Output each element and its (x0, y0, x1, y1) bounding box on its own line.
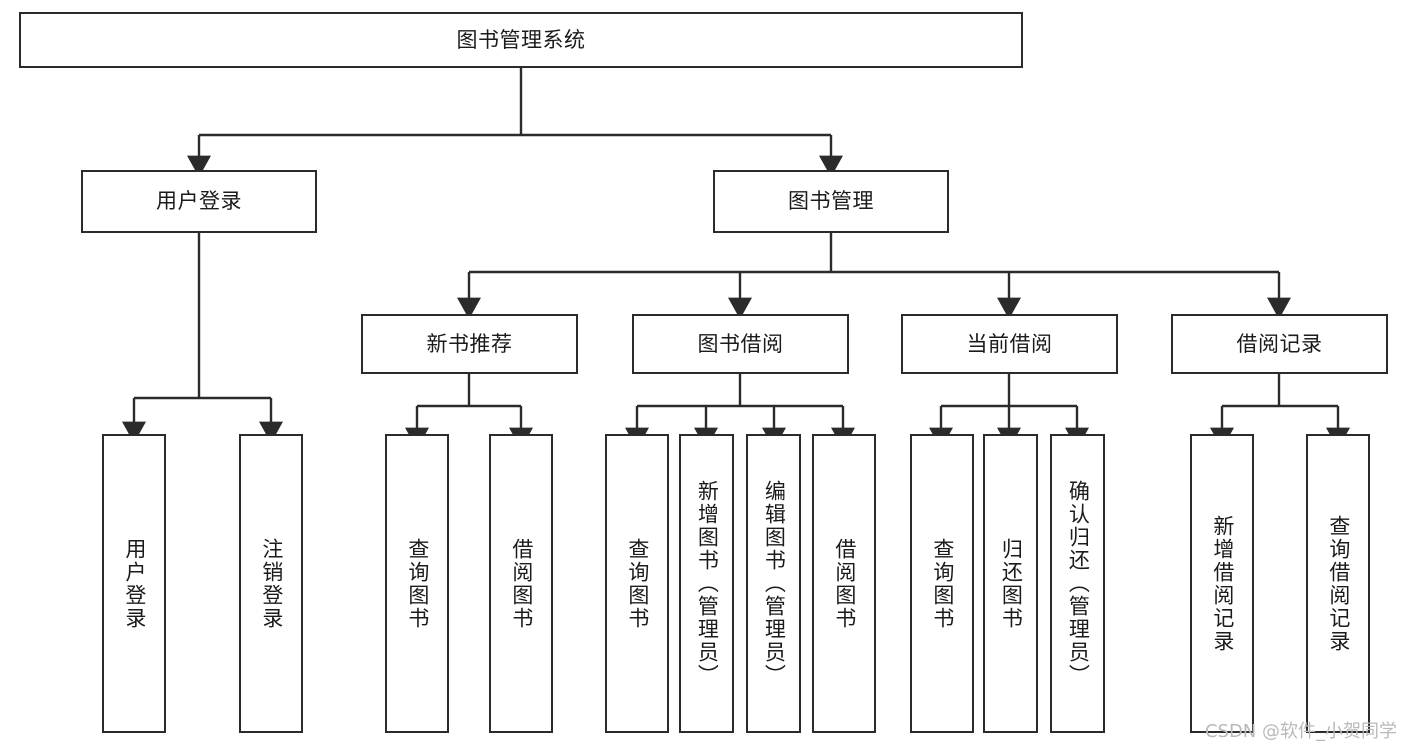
node-leaf-logout-login[interactable]: 注销登录 (239, 434, 303, 733)
node-leaf-edit-book[interactable]: 编辑图书（管理员） (746, 434, 801, 733)
node-leaf-query-book-2-label: 查询图书 (625, 537, 650, 630)
node-leaf-logout-login-label: 注销登录 (259, 537, 284, 630)
node-leaf-query-book-1[interactable]: 查询图书 (385, 434, 449, 733)
node-borrow-record-label: 借阅记录 (1236, 331, 1323, 356)
node-leaf-query-record-label: 查询借阅记录 (1326, 514, 1351, 653)
node-new-book-recommend-label: 新书推荐 (426, 331, 513, 356)
csdn-watermark: CSDN @软件_小贺同学 (1204, 721, 1397, 742)
node-root[interactable]: 图书管理系统 (19, 12, 1023, 68)
node-borrow-record[interactable]: 借阅记录 (1171, 314, 1388, 374)
node-leaf-confirm-return[interactable]: 确认归还（管理员） (1050, 434, 1105, 733)
node-book-borrow-label: 图书借阅 (697, 331, 784, 356)
node-leaf-borrow-book-1[interactable]: 借阅图书 (489, 434, 553, 733)
node-leaf-return-book-label: 归还图书 (999, 537, 1024, 630)
node-leaf-query-book-3-label: 查询图书 (930, 537, 955, 630)
node-user-login-label: 用户登录 (156, 189, 242, 214)
node-leaf-borrow-book-1-label: 借阅图书 (509, 537, 534, 630)
node-leaf-borrow-book-2-label: 借阅图书 (832, 537, 857, 630)
node-user-login[interactable]: 用户登录 (81, 170, 317, 233)
node-leaf-borrow-book-2[interactable]: 借阅图书 (812, 434, 876, 733)
node-leaf-edit-book-label: 编辑图书（管理员） (762, 480, 787, 687)
node-leaf-query-record[interactable]: 查询借阅记录 (1306, 434, 1370, 733)
node-current-borrow-label: 当前借阅 (966, 331, 1053, 356)
node-leaf-return-book[interactable]: 归还图书 (983, 434, 1038, 733)
node-leaf-query-book-1-label: 查询图书 (405, 537, 430, 630)
node-book-borrow[interactable]: 图书借阅 (632, 314, 849, 374)
node-leaf-confirm-return-label: 确认归还（管理员） (1066, 480, 1091, 687)
node-book-manage-label: 图书管理 (788, 189, 874, 214)
node-leaf-user-login[interactable]: 用户登录 (102, 434, 166, 733)
node-current-borrow[interactable]: 当前借阅 (901, 314, 1118, 374)
node-leaf-query-book-3[interactable]: 查询图书 (910, 434, 974, 733)
node-leaf-add-book[interactable]: 新增图书（管理员） (679, 434, 734, 733)
node-root-label: 图书管理系统 (456, 27, 586, 52)
node-leaf-query-book-2[interactable]: 查询图书 (605, 434, 669, 733)
node-new-book-recommend[interactable]: 新书推荐 (361, 314, 578, 374)
node-leaf-add-record-label: 新增借阅记录 (1210, 514, 1235, 653)
node-leaf-add-record[interactable]: 新增借阅记录 (1190, 434, 1254, 733)
node-book-manage[interactable]: 图书管理 (713, 170, 949, 233)
node-leaf-add-book-label: 新增图书（管理员） (695, 480, 720, 687)
node-leaf-user-login-label: 用户登录 (122, 537, 147, 630)
